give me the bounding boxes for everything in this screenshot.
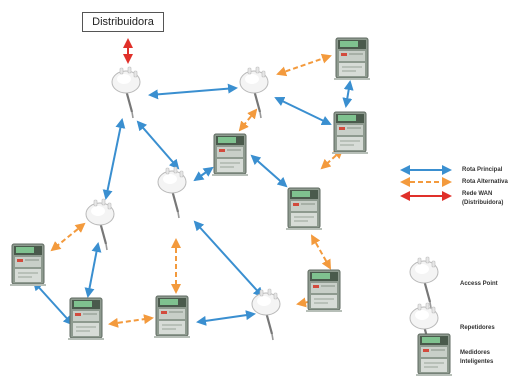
distributor-box: Distribuidora [82,12,164,32]
smart-meter-icon [211,133,249,177]
repeater-icon [156,165,188,220]
smart-meter-icon [67,297,105,341]
smart-meter-icon [305,269,343,313]
legend-repeaters-label: Repetidores [460,325,495,331]
legend-wan-sublabel: (Distribuidora) [462,200,504,206]
legend-meters-sublabel: Inteligentes [460,359,494,365]
main-route-links [32,80,354,326]
repeater-icon [238,65,270,120]
access-point-icon [408,255,440,310]
legend-alt-route-label: Rota Alternativa [462,179,508,185]
repeater-icon [250,287,282,342]
smart-meter-icon [331,111,369,155]
smart-meter-icon [9,243,47,287]
legend-main-route-label: Rota Principal [462,167,503,173]
legend-access-point-label: Access Point [460,281,498,287]
smart-meter-icon [153,295,191,339]
smart-meter-icon [285,187,323,231]
legend [400,165,453,377]
access-point-icon [110,65,142,120]
legend-wan-label: Rede WAN [462,191,493,197]
smart-meter-icon [333,37,371,81]
repeater-icon [84,197,116,252]
legend-meters-label: Medidores [460,350,491,356]
smart-meter-icon [415,333,453,377]
